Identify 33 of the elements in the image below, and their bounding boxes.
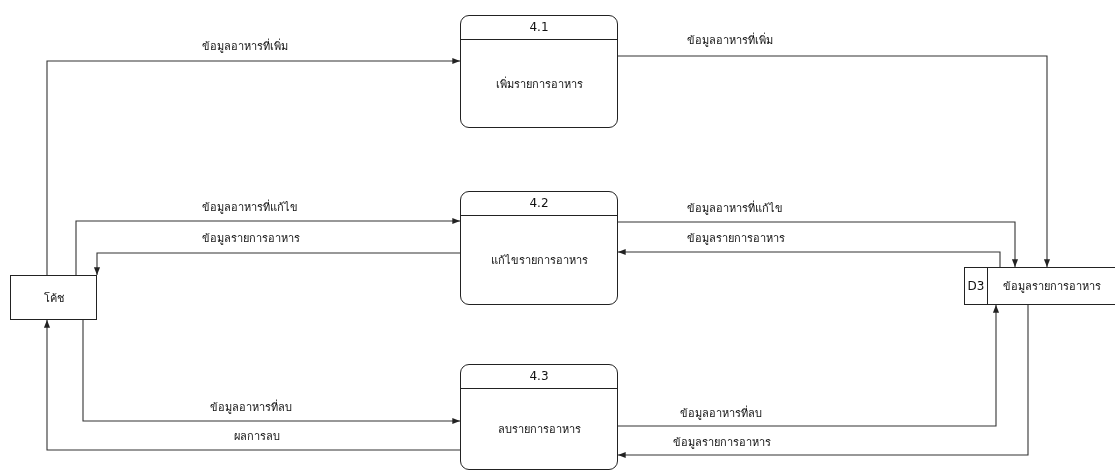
arrow — [46, 57, 461, 276]
edge-label: ข้อมูลอาหารที่ลบ — [678, 407, 764, 421]
store-id: D3 — [965, 268, 988, 304]
edge-label: ข้อมูลรายการอาหาร — [685, 232, 787, 246]
arrow — [93, 252, 461, 276]
edge-label: ข้อมูลอาหารที่ลบ — [208, 401, 294, 415]
process-box — [460, 364, 618, 470]
edge-label: ข้อมูลรายการอาหาร — [671, 436, 773, 450]
process-name: ลบรายการอาหาร — [497, 422, 581, 438]
process-number: 4.2 — [461, 192, 617, 216]
edge-label: ข้อมูลอาหารที่เพิ่ม — [200, 40, 290, 54]
arrow — [82, 319, 461, 425]
edge-label: ข้อมูลอาหารที่เพิ่ม — [685, 34, 775, 48]
arrow — [617, 304, 1029, 459]
edge-label: ข้อมูลอาหารที่แก้ไข — [200, 201, 300, 215]
data-store — [964, 267, 1115, 305]
process-box — [460, 191, 618, 305]
store-name: ข้อมูลรายการอาหาร — [1002, 279, 1101, 295]
arrow — [617, 248, 1001, 268]
process-name: เพิ่มรายการอาหาร — [495, 75, 583, 93]
process-name: แก้ไขรายการอาหาร — [490, 253, 588, 269]
process-number: 4.1 — [461, 16, 617, 40]
entity-box — [10, 275, 97, 320]
arrow — [617, 55, 1051, 268]
edge-label: ข้อมูลรายการอาหาร — [200, 232, 302, 246]
process-number: 4.3 — [461, 365, 617, 389]
arrow — [617, 304, 1000, 427]
process-box — [460, 15, 618, 128]
entity-name: โค้ช — [43, 290, 64, 307]
arrow — [43, 319, 461, 451]
edge-label: ข้อมูลอาหารที่แก้ไข — [685, 202, 785, 216]
arrow — [617, 221, 1019, 268]
arrow — [75, 217, 461, 276]
